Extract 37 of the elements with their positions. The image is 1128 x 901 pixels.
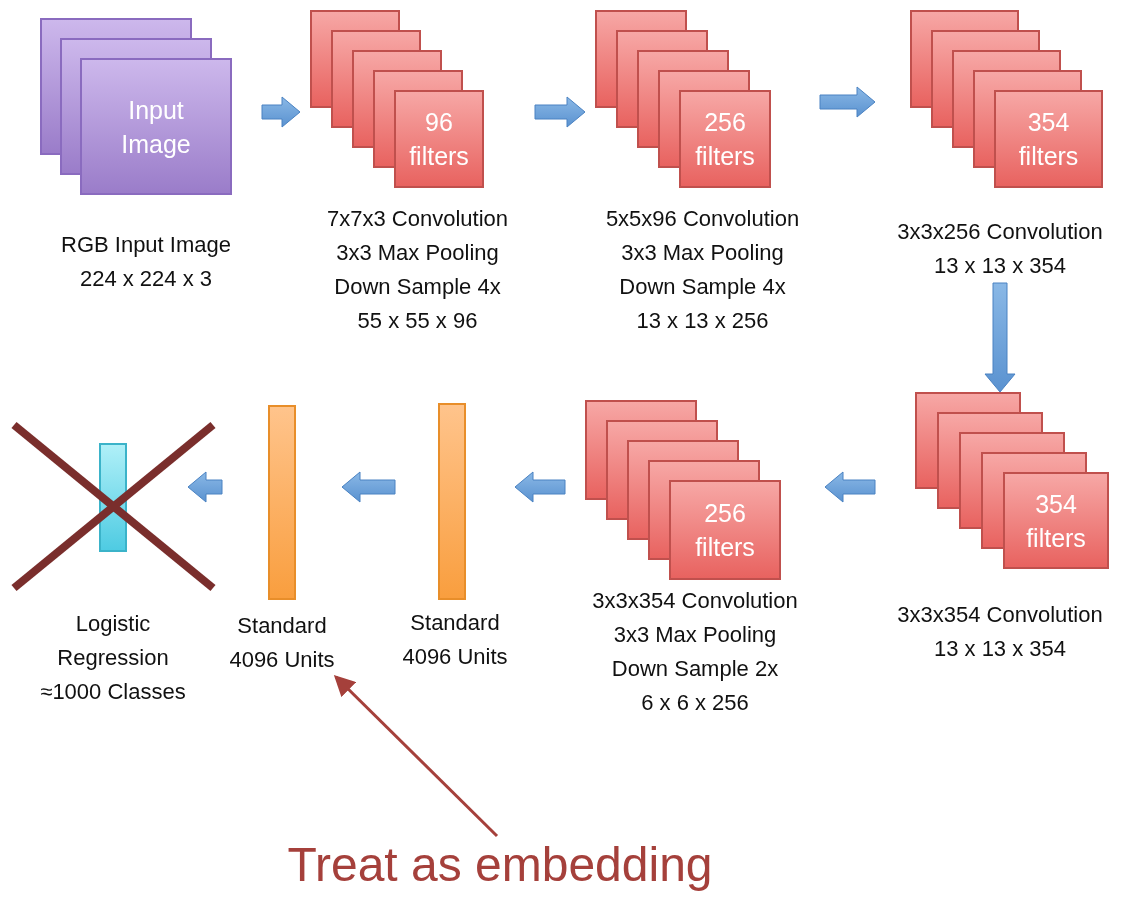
layer-caption: 6 x 6 x 256 (641, 689, 749, 717)
arrow (534, 96, 586, 128)
layer-caption: 55 x 55 x 96 (357, 307, 478, 335)
layer-caption: Standard 4096 Units (401, 609, 509, 671)
arrow (824, 471, 876, 503)
input-label: Input Image (120, 94, 192, 160)
filter-count: 354 filters (1025, 488, 1087, 554)
layer-caption: 224 x 224 x 3 (79, 265, 213, 293)
layer-caption: Logistic Regression ≈1000 Classes (40, 610, 186, 706)
layer-caption: 3x3 Max Pooling (621, 239, 784, 267)
layer-caption: 5x5x96 Convolution (605, 205, 800, 233)
layer-caption: 3x3x354 Convolution (897, 601, 1103, 629)
layer-caption: 13 x 13 x 256 (636, 307, 769, 335)
layer-caption: 3x3x256 Convolution (897, 218, 1103, 246)
layer-caption: 3x3 Max Pooling (336, 239, 499, 267)
arrow (819, 86, 876, 118)
layer-caption: Down Sample 4x (334, 273, 501, 301)
layer-caption: Standard 4096 Units (228, 612, 336, 674)
layer-caption: Down Sample 4x (619, 273, 786, 301)
layer-caption: 13 x 13 x 354 (933, 635, 1067, 663)
arrow (984, 282, 1016, 393)
layer-caption: Down Sample 2x (611, 655, 779, 683)
layer-caption: 3x3 Max Pooling (613, 621, 777, 649)
layer-caption: 7x7x3 Convolution (327, 205, 508, 233)
filter-count: 354 filters (1017, 107, 1080, 172)
filter-count: 256 filters (694, 107, 756, 172)
arrow (341, 471, 396, 503)
layer-caption: RGB Input Image (61, 231, 231, 259)
filter-count: 96 filters (408, 107, 470, 172)
layer-caption: 3x3x354 Convolution (592, 587, 798, 615)
arrow (187, 471, 223, 503)
arrow (333, 674, 499, 838)
arrow (261, 96, 301, 128)
layer-caption: 13 x 13 x 354 (933, 252, 1067, 280)
annotation-text: Treat as embedding (286, 837, 714, 893)
arrow (514, 471, 566, 503)
filter-count: 256 filters (694, 498, 756, 563)
